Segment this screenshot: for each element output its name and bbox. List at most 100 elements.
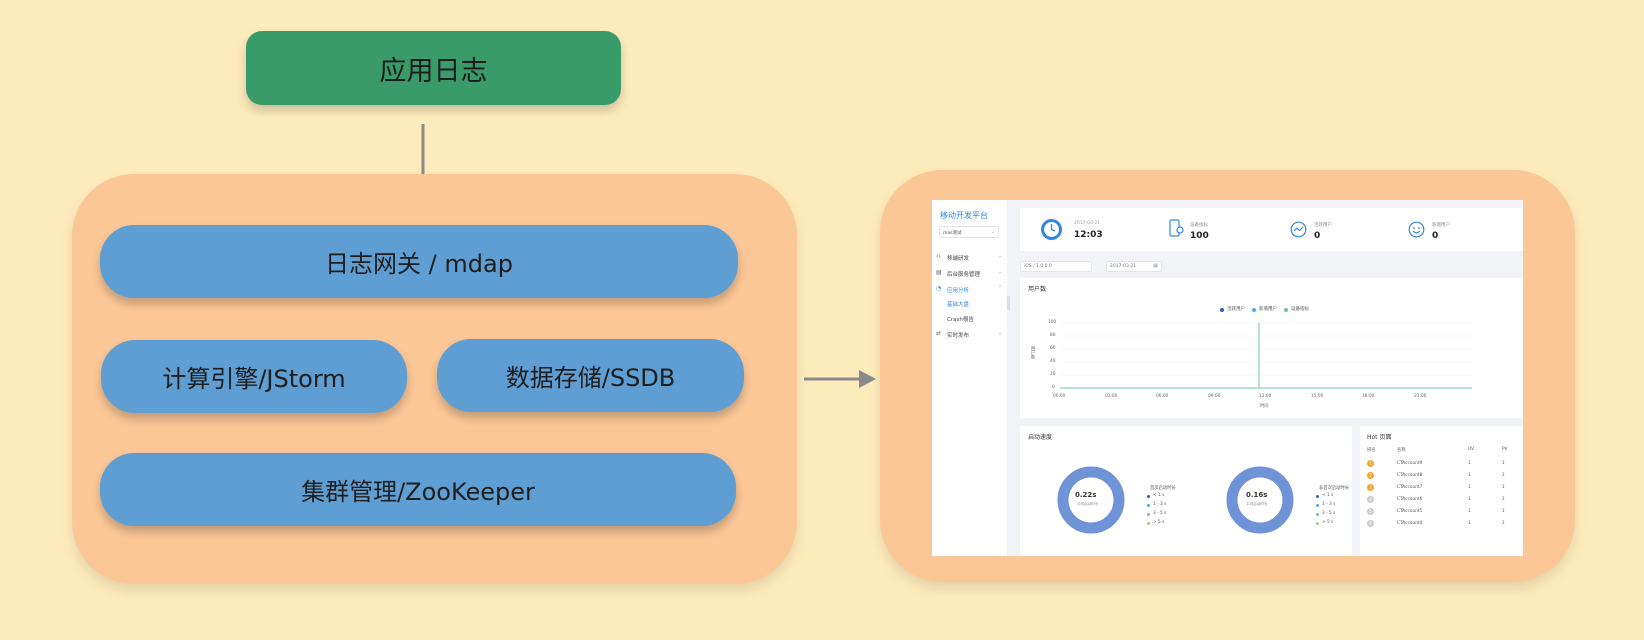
- bucket-label: 1 - 3 s: [1153, 502, 1167, 507]
- col-header-pv: PV: [1502, 447, 1508, 452]
- table-row[interactable]: 3 CTAccount7 1 1: [1360, 483, 1523, 493]
- rank-badge: 5: [1367, 508, 1374, 515]
- bucket-label: < 1 s: [1322, 493, 1334, 498]
- x-tick: 00:00: [1053, 394, 1066, 399]
- data-storage-label: 数据存储/SSDB: [505, 364, 676, 392]
- page-pv: 1: [1502, 461, 1505, 466]
- user-chart-plot: [1060, 322, 1472, 389]
- page-pv: 1: [1502, 521, 1505, 526]
- bucket-label: > 5 s: [1322, 520, 1334, 525]
- chevron-down-icon: ⌄: [998, 269, 1003, 275]
- stat-date: 2017-03-21: [1074, 221, 1101, 226]
- rank-badge: 3: [1367, 484, 1374, 491]
- share-icon: ⇄: [936, 330, 942, 337]
- stat-new-value: 0: [1432, 231, 1439, 241]
- col-header-rank: 排名: [1367, 448, 1376, 453]
- user-chart-card: 用户数 活跃用户 新增用户 设备指标 100 80 60 40 20 0 用户数…: [1020, 278, 1523, 418]
- chevron-down-icon: ⌄: [998, 253, 1003, 259]
- stat-new-label: 新增用户: [1432, 223, 1450, 228]
- chevron-up-icon: ⌃: [998, 285, 1003, 291]
- nav-item-realtime-release[interactable]: 实时发布: [947, 333, 970, 339]
- donut-value: 0.22s: [1075, 491, 1097, 499]
- x-tick: 21:00: [1414, 394, 1427, 399]
- startup-donut-later: [1226, 466, 1294, 534]
- rank-badge: 6: [1367, 520, 1374, 527]
- nav-item-app-analysis[interactable]: 应用分析: [947, 288, 970, 294]
- version-select-value: iOS / 1.0.0.0: [1024, 264, 1052, 269]
- donut-label: 平均启动时长: [1246, 502, 1268, 506]
- legend-dot-device: [1284, 308, 1288, 312]
- page-pv: 1: [1502, 509, 1505, 514]
- page-uv: 1: [1468, 473, 1471, 478]
- donut-label: 平均启动时长: [1077, 502, 1099, 506]
- y-tick: 100: [1048, 320, 1057, 325]
- smile-icon: [1408, 221, 1425, 238]
- page-uv: 1: [1468, 509, 1471, 514]
- y-tick: 40: [1050, 359, 1056, 364]
- startup-donut-first: [1057, 466, 1125, 534]
- legend-dot-new: [1252, 308, 1256, 312]
- y-axis-label: 用户数: [1030, 346, 1035, 359]
- legend-title: 非首次启动时长: [1319, 486, 1350, 491]
- col-header-uv: UV: [1468, 447, 1475, 452]
- app-log-box: 应用日志: [246, 31, 621, 105]
- dashboard-sidebar: 移动开发平台 mas测试 ⌄ ‹› 移端研发 ⌄ ▤ 后台服务管理 ⌄ ◔ 应用…: [932, 200, 1007, 556]
- donut-value: 0.16s: [1246, 491, 1268, 499]
- bucket-dot: [1316, 522, 1319, 525]
- page-uv: 1: [1468, 521, 1471, 526]
- stat-active-value: 0: [1314, 231, 1321, 241]
- page-name: CTAccount5: [1397, 509, 1423, 514]
- cluster-management-label: 集群管理/ZooKeeper: [301, 478, 535, 506]
- startup-speed-card: 启动速度 0.22s 平均启动时长 首次启动时长 < 1 s 1 - 3 s 3…: [1020, 426, 1352, 556]
- table-row[interactable]: 2 CTAccount8 1 1: [1360, 471, 1523, 481]
- bucket-label: 3 - 5 s: [1322, 511, 1336, 516]
- table-row[interactable]: 6 CTAccount4 1 1: [1360, 519, 1523, 529]
- table-row[interactable]: 1 CTAccount9 1 1: [1360, 459, 1523, 469]
- hot-pages-card: Hot 页面 排名 名称 UV PV 1 CTAccount9 1 1 2 CT…: [1360, 426, 1523, 556]
- right-arrow: [804, 370, 876, 388]
- legend-new-users: 新增用户: [1259, 307, 1277, 312]
- nav-item-backend-services[interactable]: 后台服务管理: [947, 272, 981, 278]
- clock-icon: [1041, 219, 1062, 240]
- x-tick: 09:00: [1208, 394, 1221, 399]
- bucket-label: 3 - 5 s: [1153, 511, 1167, 516]
- nav-item-basic-dashboard[interactable]: 基础大盘: [947, 302, 970, 308]
- table-row[interactable]: 4 CTAccount6 1 1: [1360, 495, 1523, 505]
- gateway-label: 日志网关 / mdap: [325, 250, 513, 278]
- version-select[interactable]: iOS / 1.0.0.0: [1020, 261, 1092, 272]
- page-uv: 1: [1468, 485, 1471, 490]
- stats-card: 2017-03-21 12:03 设备指标 100 活跃用户 0 新增用户 0: [1020, 208, 1523, 251]
- stat-active-label: 活跃用户: [1314, 223, 1332, 228]
- x-tick: 18:00: [1362, 394, 1375, 399]
- compute-engine-box: 计算引擎/JStorm: [101, 340, 407, 413]
- x-tick: 15:00: [1311, 394, 1324, 399]
- y-tick: 60: [1050, 346, 1056, 351]
- page-uv: 1: [1468, 461, 1471, 466]
- bucket-dot: [1147, 522, 1150, 525]
- table-row[interactable]: 5 CTAccount5 1 1: [1360, 507, 1523, 517]
- rank-badge: 4: [1367, 496, 1374, 503]
- rank-badge: 2: [1367, 472, 1374, 479]
- page-pv: 1: [1502, 485, 1505, 490]
- app-select[interactable]: mas测试 ⌄: [939, 226, 999, 238]
- startup-speed-title: 启动速度: [1028, 434, 1053, 441]
- legend-dot-active: [1220, 308, 1224, 312]
- bucket-dot: [1316, 513, 1319, 516]
- pie-icon: ◔: [936, 285, 942, 292]
- nav-item-mobile-dev[interactable]: 移端研发: [947, 256, 970, 262]
- col-header-name: 名称: [1397, 448, 1406, 453]
- nav-item-crash-report[interactable]: Crash报告: [947, 317, 974, 323]
- cluster-management-box: 集群管理/ZooKeeper: [100, 453, 736, 526]
- code-icon: ‹›: [936, 253, 941, 260]
- bucket-dot: [1147, 495, 1150, 498]
- stat-device-value: 100: [1190, 231, 1209, 241]
- compute-engine-label: 计算引擎/JStorm: [162, 365, 346, 393]
- stat-device-label: 设备指标: [1190, 223, 1208, 228]
- sidebar-scrollbar[interactable]: [1007, 296, 1010, 310]
- bucket-dot: [1316, 495, 1319, 498]
- date-picker[interactable]: 2017-03-21 ▦: [1106, 261, 1162, 272]
- chevron-down-icon: ⌄: [998, 330, 1003, 336]
- app-log-label: 应用日志: [379, 55, 488, 87]
- page-uv: 1: [1468, 497, 1471, 502]
- bucket-label: < 1 s: [1153, 493, 1165, 498]
